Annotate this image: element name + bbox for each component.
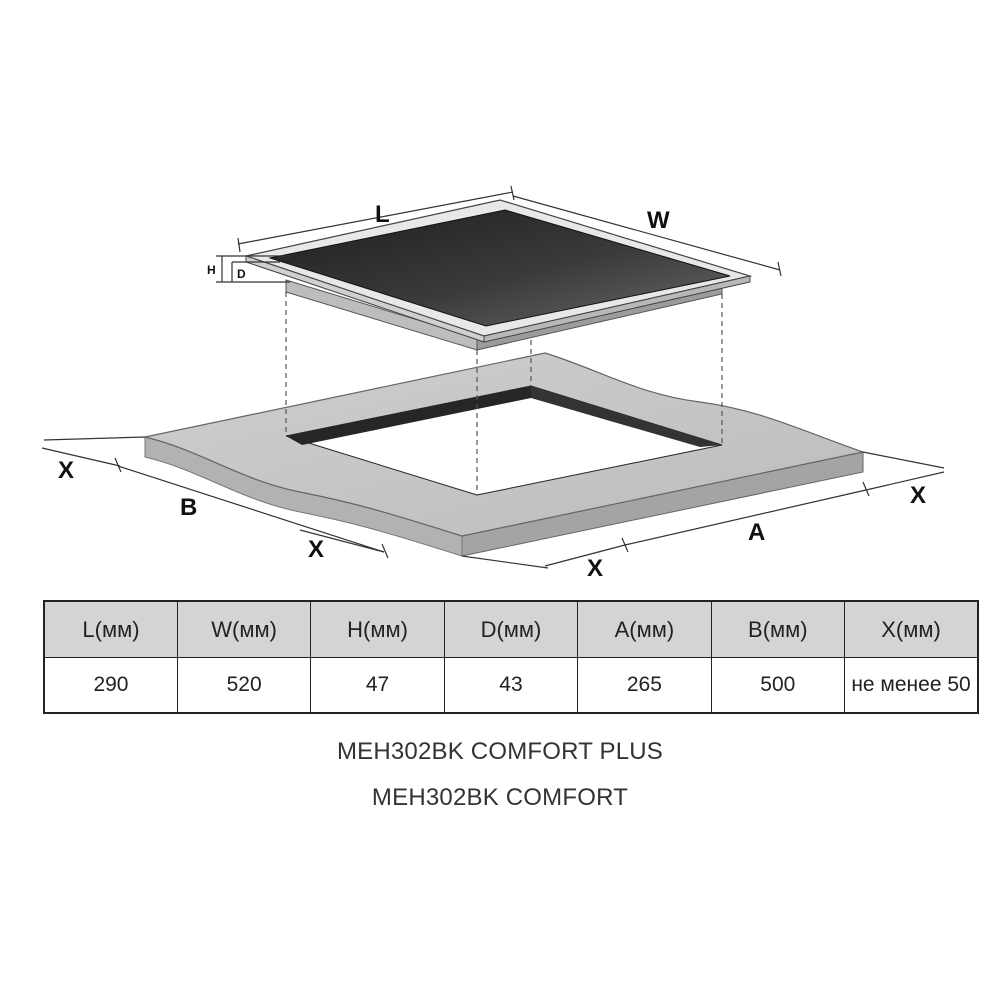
hob [243, 199, 753, 351]
dimension-lines [41, 185, 945, 569]
label-A: A [748, 519, 765, 546]
label-X-bottom-left: X [308, 536, 324, 563]
value-A: 265 [577, 657, 712, 714]
header-A: A(мм) [577, 600, 712, 658]
label-X-bottom-right: X [587, 555, 603, 582]
label-L: L [375, 201, 390, 228]
label-W: W [647, 207, 670, 234]
value-D: 43 [443, 657, 579, 714]
header-X: X(мм) [844, 600, 979, 658]
header-B: B(мм) [710, 600, 846, 658]
header-H: H(мм) [310, 600, 445, 658]
projection-lines [285, 292, 723, 495]
dimensions-table: L(мм) W(мм) H(мм) D(мм) A(мм) B(мм) X(мм… [43, 600, 979, 714]
label-D: D [237, 267, 246, 281]
installation-diagram: L W H D B A X X X X [41, 185, 945, 582]
label-X-right: X [910, 482, 926, 509]
header-D: D(мм) [443, 600, 579, 658]
header-L: L(мм) [43, 600, 178, 658]
label-H: H [207, 263, 216, 277]
table-row: 290 520 47 43 265 500 не менее 50 [43, 657, 979, 714]
value-X: не менее 50 [844, 657, 979, 714]
cutout-wall-right [531, 386, 722, 447]
table-header-row: L(мм) W(мм) H(мм) D(мм) A(мм) B(мм) X(мм… [43, 600, 979, 658]
label-X-left: X [58, 457, 74, 484]
value-B: 500 [710, 657, 846, 714]
hob-frame-edge-right [483, 275, 751, 343]
value-W: 520 [176, 657, 312, 714]
value-H: 47 [310, 657, 445, 714]
model-name-comfort: MEH302BK COMFORT [371, 784, 629, 811]
header-W: W(мм) [176, 600, 312, 658]
cutout-wall-back [286, 386, 531, 445]
model-name-comfort-plus: MEH302BK COMFORT PLUS [336, 738, 664, 765]
label-B: B [180, 494, 197, 521]
value-L: 290 [43, 657, 178, 714]
countertop [144, 352, 866, 557]
hob-glass [268, 209, 731, 327]
